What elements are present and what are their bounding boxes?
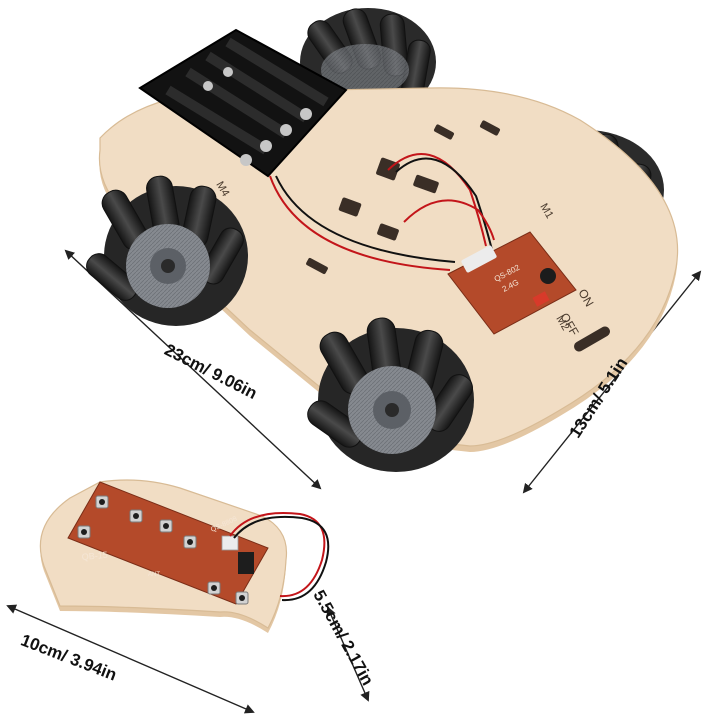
receiver-pcb: QS-802 2.4G	[447, 231, 577, 335]
dimension-lines	[6, 249, 702, 714]
car-length-dimension-line	[64, 249, 322, 490]
remote-connector	[221, 535, 239, 551]
remote-antenna-text: ANT	[148, 572, 160, 578]
wires	[269, 153, 495, 271]
remote-control: QS-8808 QB-15 ANT	[39, 479, 330, 633]
remote-buttons	[77, 495, 249, 605]
battery-holder	[138, 28, 348, 178]
remote-wire-red	[229, 512, 326, 598]
car-width-dimension-line	[522, 270, 702, 494]
remote-pcb	[67, 481, 269, 605]
remote-width-dimension-line	[326, 606, 370, 702]
wheel-front-right	[307, 317, 474, 472]
chassis-top-surface	[98, 87, 679, 447]
remote-length-dimension-line	[6, 604, 255, 714]
wheel-front-left	[86, 175, 248, 326]
remote-board-text: QB-15	[81, 550, 108, 562]
remote-wire-black	[233, 515, 330, 602]
chassis-plate: M1 M2 M4 ON OFF	[98, 87, 679, 452]
remote-power-switch	[238, 552, 254, 574]
